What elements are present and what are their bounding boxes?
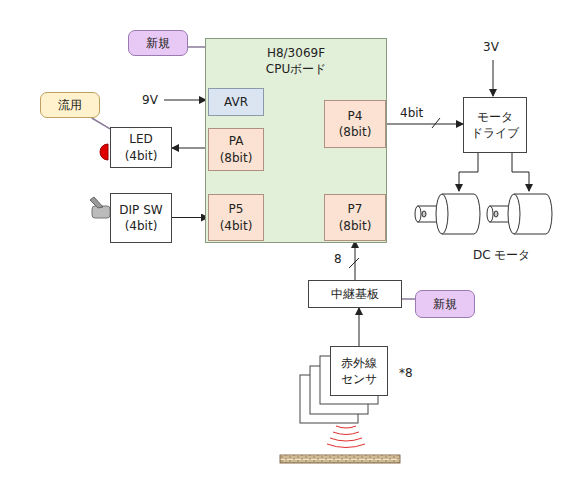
box-label: (4bit) (125, 218, 158, 234)
callout-pointer (188, 46, 205, 48)
box-label: (8bit) (220, 150, 253, 166)
relay-board: 中継基板 (308, 280, 402, 308)
box-label: (4bit) (220, 218, 253, 234)
port-box: P4(8bit) (324, 100, 386, 148)
box-label: 新規 (433, 296, 457, 312)
signal-arrow (386, 124, 463, 125)
bus-width-label: 8 (333, 252, 343, 266)
port-box: P5(4bit) (208, 194, 264, 241)
callout-box: 流用 (40, 92, 100, 118)
led-box: LED(4bit) (110, 127, 172, 168)
bus-width-label: 4bit (399, 106, 424, 120)
board-title: CPUボード (206, 61, 386, 77)
signal-arrow (359, 308, 360, 346)
bus-slash (432, 118, 440, 128)
box-label: センサ (341, 371, 377, 387)
supply-arrow (164, 100, 206, 101)
box-label: (4bit) (125, 148, 158, 164)
driver-box: モータドライブ (463, 97, 527, 153)
box-label: モータ (477, 109, 513, 125)
callout-pointer (402, 298, 415, 300)
bus-slash (349, 258, 359, 268)
box-label: DIP SW (119, 202, 162, 218)
box-label: 中継基板 (331, 286, 379, 302)
motor-wire (459, 153, 478, 191)
box-label: 流用 (58, 97, 82, 113)
floor-line (280, 455, 400, 463)
switch-box: DIP SW(4bit) (110, 193, 172, 243)
box-label: LED (129, 131, 153, 147)
box-label: P4 (348, 108, 363, 124)
note-label: 3V (482, 40, 500, 54)
dip-switch-icon (90, 197, 110, 218)
box-label: ドライブ (471, 125, 519, 141)
callout-box: 新規 (128, 30, 188, 56)
regulator-box: AVR (208, 88, 264, 116)
ir-wave (327, 426, 365, 448)
box-label: P7 (348, 201, 363, 217)
note-label: *8 (398, 366, 414, 380)
led-lamp (100, 144, 108, 160)
box-label: (8bit) (339, 124, 372, 140)
board-title: H8/3069F (206, 45, 386, 61)
callout-pointer (92, 118, 110, 129)
box-label: PA (229, 133, 244, 149)
motor-wire (512, 153, 529, 191)
signal-arrow (172, 217, 208, 218)
note-label: 9V (141, 93, 159, 107)
supply-arrow (493, 60, 494, 96)
signal-arrow (172, 148, 208, 149)
box-label: P5 (229, 201, 244, 217)
box-label: AVR (224, 94, 248, 110)
cpu-board: H8/3069FCPUボードAVRPA(8bit)P5(4bit)P4(8bit… (205, 38, 387, 243)
port-box: P7(8bit) (324, 194, 386, 241)
box-label: (8bit) (339, 218, 372, 234)
sensor-box: 赤外線センサ (330, 346, 388, 396)
port-box: PA(8bit) (208, 128, 264, 171)
box-label: 新規 (146, 35, 170, 51)
callout-box: 新規 (415, 290, 475, 318)
dc-motor (487, 194, 552, 234)
dc-motor (415, 194, 480, 234)
signal-arrow (355, 241, 356, 280)
note-label: DC モータ (472, 248, 531, 262)
box-label: 赤外線 (341, 355, 377, 371)
